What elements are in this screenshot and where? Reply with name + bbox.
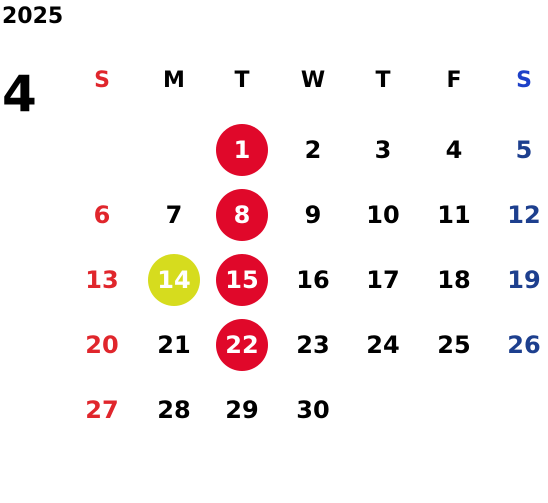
day-cell[interactable]: 22 bbox=[212, 319, 272, 371]
day-number: 3 bbox=[374, 136, 392, 164]
day-cell[interactable]: 14 bbox=[144, 254, 204, 306]
day-cell[interactable]: 16 bbox=[283, 258, 343, 302]
day-number: 21 bbox=[157, 331, 191, 359]
day-number: 16 bbox=[296, 266, 330, 294]
day-number: 30 bbox=[296, 396, 330, 424]
day-number: 11 bbox=[437, 201, 471, 229]
day-number: 15 bbox=[225, 266, 259, 294]
day-cell[interactable]: 1 bbox=[212, 124, 272, 176]
weekday-mon: M bbox=[163, 67, 185, 93]
day-number: 14 bbox=[157, 266, 191, 294]
day-number: 10 bbox=[366, 201, 400, 229]
day-number: 20 bbox=[85, 331, 119, 359]
day-cell[interactable]: 23 bbox=[283, 323, 343, 367]
day-number: 19 bbox=[507, 266, 541, 294]
day-number: 28 bbox=[157, 396, 191, 424]
day-number: 13 bbox=[85, 266, 119, 294]
day-cell[interactable]: 19 bbox=[494, 258, 548, 302]
day-number: 25 bbox=[437, 331, 471, 359]
day-cell[interactable]: 25 bbox=[424, 323, 484, 367]
day-cell[interactable]: 7 bbox=[144, 193, 204, 237]
holiday-marker bbox=[216, 319, 268, 371]
day-cell[interactable]: 17 bbox=[353, 258, 413, 302]
day-number: 7 bbox=[165, 201, 183, 229]
day-number: 23 bbox=[296, 331, 330, 359]
weekday-thu: T bbox=[375, 67, 391, 93]
day-number: 2 bbox=[304, 136, 322, 164]
day-number: 8 bbox=[233, 201, 251, 229]
day-cell[interactable]: 2 bbox=[283, 128, 343, 172]
day-number: 18 bbox=[437, 266, 471, 294]
day-cell[interactable]: 15 bbox=[212, 254, 272, 306]
weekday-tue: T bbox=[234, 67, 250, 93]
today-marker bbox=[148, 254, 200, 306]
day-number: 24 bbox=[366, 331, 400, 359]
day-cell[interactable]: 4 bbox=[424, 128, 484, 172]
day-cell[interactable]: 27 bbox=[72, 388, 132, 432]
holiday-marker bbox=[216, 124, 268, 176]
day-cell[interactable]: 10 bbox=[353, 193, 413, 237]
weekday-sat: S bbox=[516, 67, 532, 93]
weekday-sun: S bbox=[94, 67, 110, 93]
year-label: 2025 bbox=[2, 4, 64, 29]
day-cell[interactable]: 29 bbox=[212, 388, 272, 432]
day-cell[interactable]: 20 bbox=[72, 323, 132, 367]
day-number: 9 bbox=[304, 201, 322, 229]
day-number: 6 bbox=[93, 201, 111, 229]
day-cell[interactable]: 12 bbox=[494, 193, 548, 237]
day-cell[interactable]: 9 bbox=[283, 193, 343, 237]
day-cell[interactable]: 18 bbox=[424, 258, 484, 302]
day-number: 26 bbox=[507, 331, 541, 359]
day-cell[interactable]: 24 bbox=[353, 323, 413, 367]
day-cell[interactable]: 6 bbox=[72, 193, 132, 237]
day-cell[interactable]: 26 bbox=[494, 323, 548, 367]
day-cell[interactable]: 5 bbox=[494, 128, 548, 172]
day-number: 1 bbox=[233, 136, 251, 164]
day-number: 29 bbox=[225, 396, 259, 424]
day-number: 12 bbox=[507, 201, 541, 229]
day-cell[interactable]: 13 bbox=[72, 258, 132, 302]
day-cell[interactable]: 30 bbox=[283, 388, 343, 432]
day-number: 5 bbox=[515, 136, 533, 164]
day-cell[interactable]: 8 bbox=[212, 189, 272, 241]
day-number: 27 bbox=[85, 396, 119, 424]
day-number: 17 bbox=[366, 266, 400, 294]
weekday-fri: F bbox=[446, 67, 462, 93]
month-label: 4 bbox=[2, 65, 37, 123]
day-number: 4 bbox=[445, 136, 463, 164]
holiday-marker bbox=[216, 254, 268, 306]
day-cell[interactable]: 21 bbox=[144, 323, 204, 367]
day-cell[interactable]: 11 bbox=[424, 193, 484, 237]
day-cell[interactable]: 28 bbox=[144, 388, 204, 432]
day-cell[interactable]: 3 bbox=[353, 128, 413, 172]
day-number: 22 bbox=[225, 331, 259, 359]
holiday-marker bbox=[216, 189, 268, 241]
weekday-wed: W bbox=[300, 67, 326, 93]
